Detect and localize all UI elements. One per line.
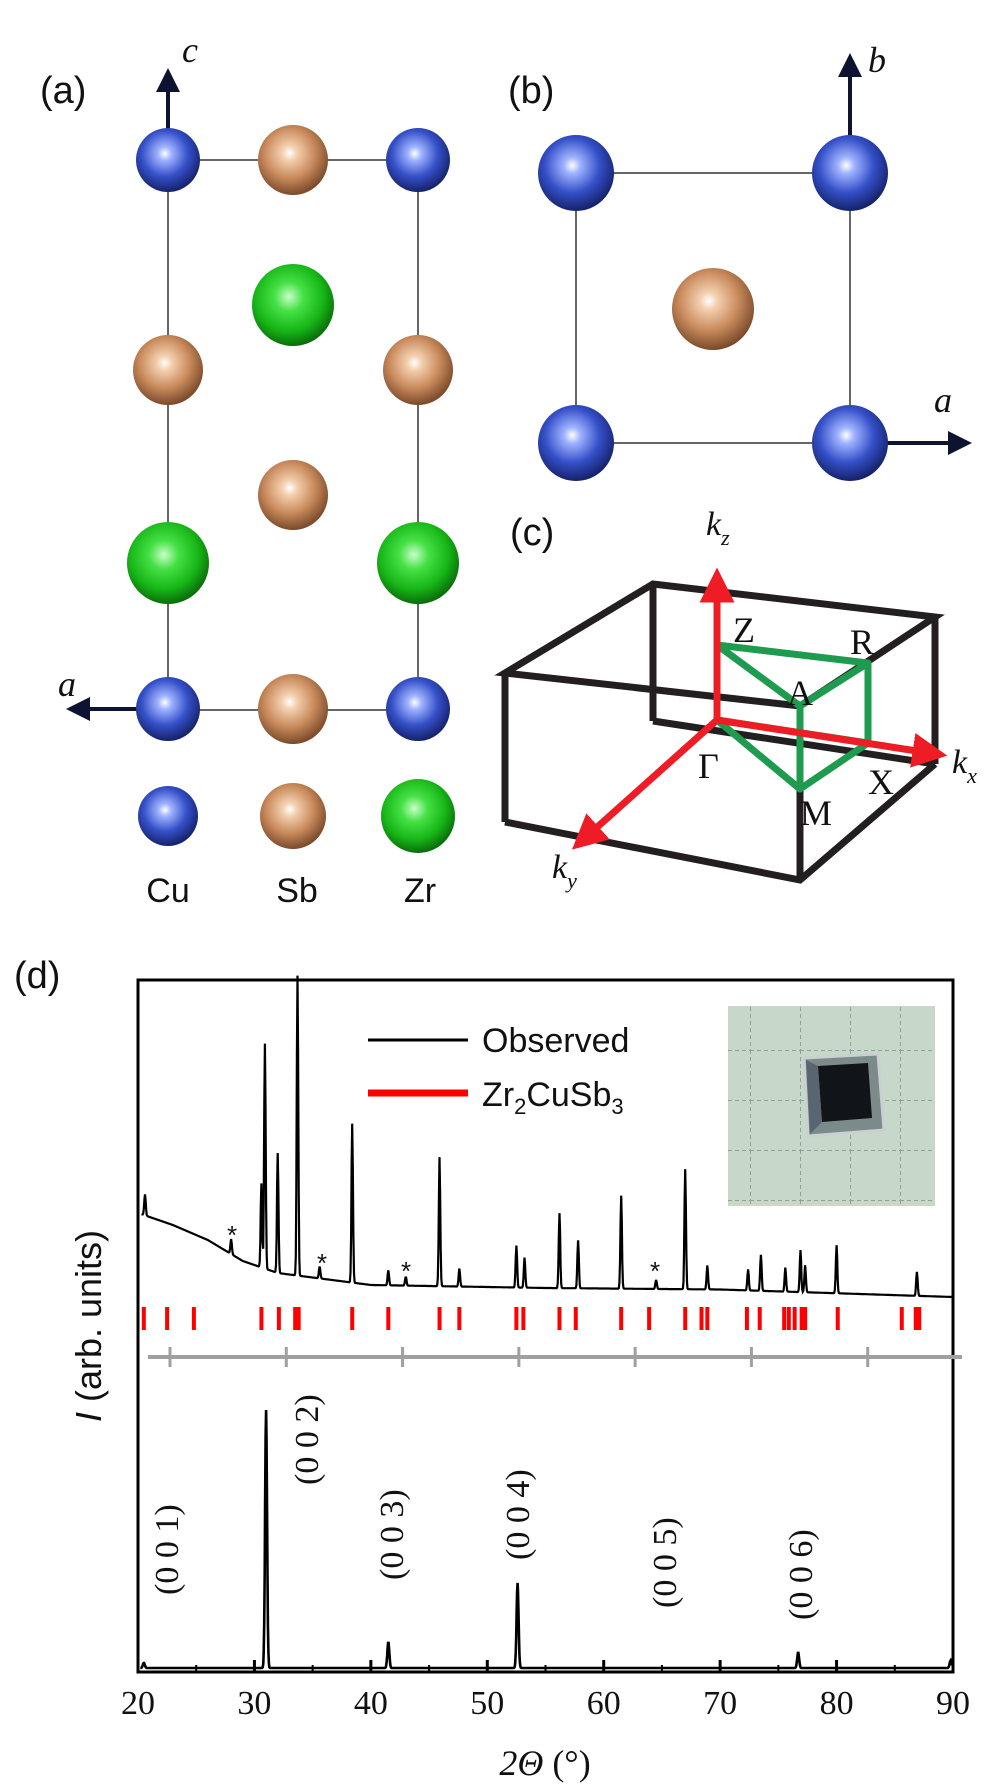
x-tick-label: 50 <box>470 1685 504 1722</box>
kx-arrow <box>716 716 948 768</box>
point-gamma: Γ <box>698 746 719 786</box>
observed-pattern-line <box>141 975 953 1299</box>
sb-atom <box>133 335 203 405</box>
x-tick-label: 20 <box>121 1685 155 1722</box>
x-tick-label: 40 <box>354 1685 388 1722</box>
impurity-marker: * <box>650 1256 660 1286</box>
panel-d-label: (d) <box>14 955 60 997</box>
zr-atom <box>377 522 459 604</box>
legend-observed-text: Observed <box>482 1022 629 1060</box>
c-axis-label: c <box>182 30 198 70</box>
hkl-label-005: (0 0 5) <box>647 1517 684 1608</box>
ky-label: ky <box>552 849 577 893</box>
legend-cu-label: Cu <box>146 872 189 910</box>
point-z: Z <box>733 610 755 650</box>
x-axis-label: 2Θ (°) <box>499 1743 590 1783</box>
panel-a-label: (a) <box>40 70 86 112</box>
sb-atom <box>383 335 453 405</box>
sb-atom <box>258 674 328 744</box>
cu-atom <box>538 405 614 481</box>
cu-atom <box>538 135 614 211</box>
panel-a: (a) c a Cu Sb Zr <box>40 30 459 910</box>
oriented-pattern-line <box>140 1409 954 1670</box>
point-a: A <box>787 673 813 713</box>
legend-ref-text: Zr2CuSb3 <box>482 1076 624 1119</box>
hkl-label-004: (0 0 4) <box>500 1469 537 1560</box>
unit-cell-a <box>167 159 419 711</box>
legend-sb-atom <box>260 783 326 849</box>
kx-label: kx <box>952 744 977 788</box>
zr-atom <box>252 264 334 346</box>
hkl-label-003: (0 0 3) <box>374 1489 411 1580</box>
b-axis-label: b <box>868 40 886 80</box>
panel-c: (c) kz kx ky Z R A Γ M X <box>494 506 977 893</box>
zr-atom <box>127 522 209 604</box>
x-tick-label: 70 <box>703 1685 737 1722</box>
ky-arrow <box>571 717 720 850</box>
cu-atom <box>812 405 888 481</box>
panel-b-label: (b) <box>508 70 554 112</box>
point-m: M <box>800 793 832 833</box>
impurity-marker: * <box>317 1248 327 1278</box>
panel-d: (d) 20 30 40 50 60 70 80 90 I (arb. units) 2Θ (… <box>14 955 970 1783</box>
hkl-label-002: (0 0 2) <box>289 1394 326 1485</box>
cu-atom <box>136 128 200 192</box>
x-tick-label: 60 <box>587 1685 621 1722</box>
panel-b: (b) b a <box>508 40 972 481</box>
sb-atom <box>258 125 328 195</box>
kz-label: kz <box>706 506 730 550</box>
legend-sb-label: Sb <box>276 872 318 910</box>
impurity-marker: * <box>227 1220 237 1250</box>
point-x: X <box>868 762 894 802</box>
x-tick-label: 90 <box>936 1685 970 1722</box>
inset-crystal-photo <box>728 1006 935 1206</box>
x-tick-label: 30 <box>237 1685 271 1722</box>
legend-zr-label: Zr <box>404 872 436 910</box>
legend-cu-atom <box>138 786 198 846</box>
a-axis-label-left: a <box>58 664 76 704</box>
sb-atom <box>258 460 328 530</box>
legend-zr-atom <box>381 779 455 853</box>
cu-atom <box>136 677 200 741</box>
impurity-marker: * <box>401 1256 411 1286</box>
point-r: R <box>850 622 874 662</box>
a-axis-label-right: a <box>934 380 952 420</box>
hkl-label-001: (0 0 1) <box>149 1504 186 1595</box>
unit-cell-b <box>575 172 851 444</box>
panel-c-label: (c) <box>510 512 554 554</box>
irreducible-wedge <box>713 641 872 793</box>
cu-atom <box>386 128 450 192</box>
hkl-label-006: (0 0 6) <box>783 1529 820 1620</box>
x-axis: 20 30 40 50 60 70 80 90 <box>121 1660 970 1722</box>
y-axis-label: I (arb. units) <box>68 1230 109 1422</box>
x-tick-label: 80 <box>820 1685 854 1722</box>
cu-atom <box>812 135 888 211</box>
cu-atom <box>386 677 450 741</box>
sb-atom <box>672 268 754 350</box>
